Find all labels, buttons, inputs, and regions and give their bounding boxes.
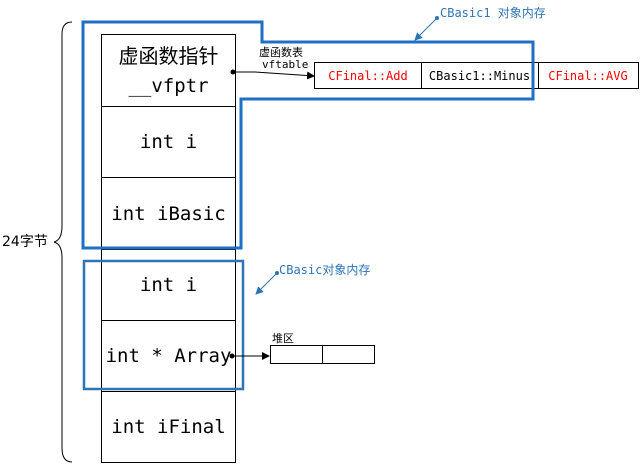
cbasic1-annotation-arrow — [414, 17, 438, 41]
cbasic1-outline — [81, 20, 535, 250]
vftable-label: vftable — [262, 58, 309, 71]
heap-block-2 — [322, 345, 375, 364]
vftable-entry-minus: CBasic1::Minus — [421, 62, 539, 89]
vfptr-label: __vfptr — [128, 74, 209, 97]
heap-label: 堆区 — [272, 332, 294, 345]
vftable-cn-label: 虚函数表 — [259, 46, 303, 59]
vftable-entry-avg: CFinal::AVG — [538, 62, 639, 89]
int-i-cell-1: int i — [101, 107, 236, 178]
cbasic-annotation: CBasic对象内存 — [279, 263, 371, 277]
vfptr-cell: 虚函数指针 __vfptr — [101, 34, 236, 107]
cbasic1-annotation: CBasic1 对象内存 — [440, 6, 546, 20]
vfptr-arrow — [233, 71, 315, 80]
vfptr-cn-label: 虚函数指针 — [118, 43, 219, 68]
int-i-cell-2: int i — [101, 250, 236, 321]
cbasic-annotation-arrow — [255, 272, 278, 295]
cbasic-outline — [82, 259, 245, 391]
size-label: 24字节 — [2, 234, 48, 250]
size-brace — [53, 21, 73, 463]
